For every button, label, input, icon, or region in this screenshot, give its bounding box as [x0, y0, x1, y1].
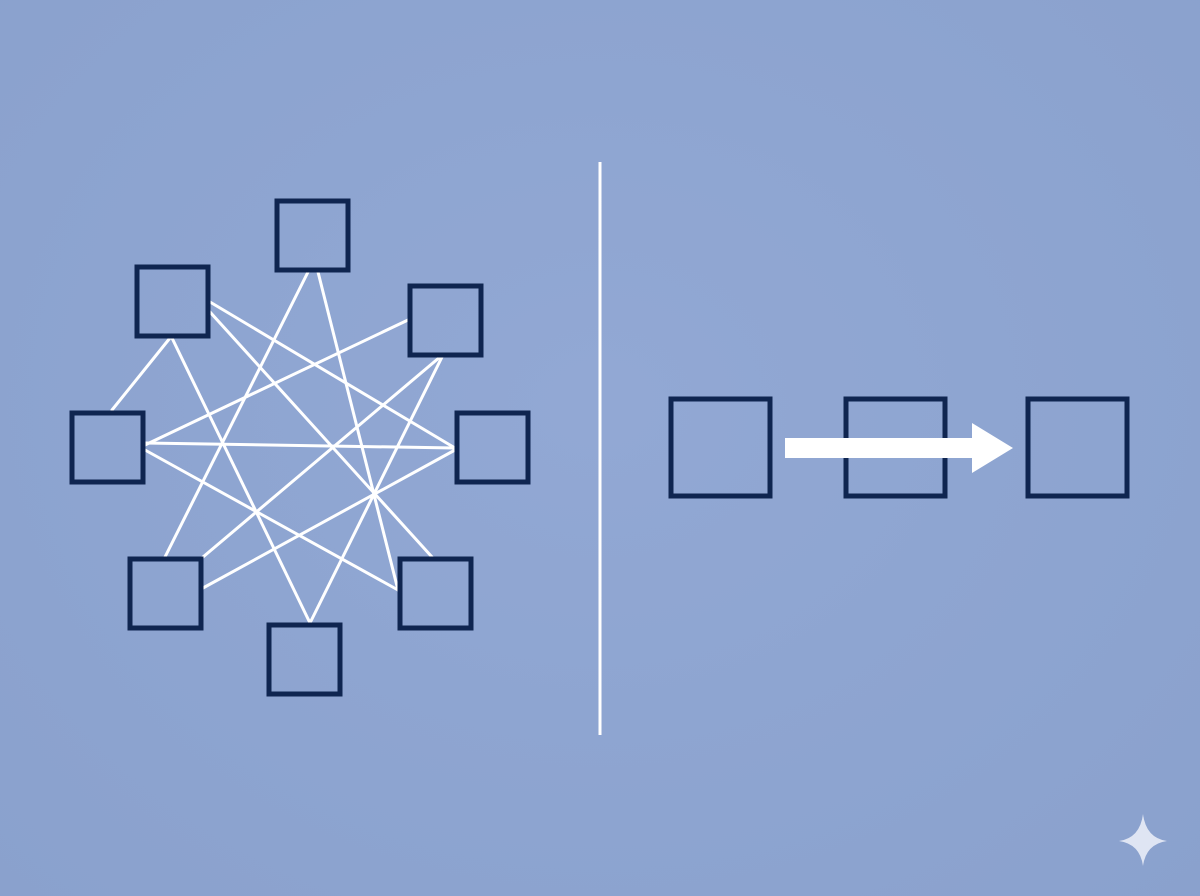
- network-edge: [163, 270, 310, 559]
- linear-flow: [668, 396, 1130, 499]
- sparkle-icon: [1119, 814, 1167, 866]
- network-node-lower-right: [397, 556, 474, 631]
- network-edge: [170, 336, 312, 625]
- network-edge: [208, 310, 434, 559]
- linear-box-end: [1025, 396, 1130, 499]
- network-node-upper-left: [134, 264, 211, 339]
- flow-arrow: [785, 423, 1013, 473]
- network-node-top: [274, 198, 351, 273]
- network-edge: [143, 318, 410, 447]
- network-node-left: [69, 410, 146, 485]
- network-edge: [316, 270, 400, 592]
- network-edge: [208, 300, 457, 450]
- network-edges: [110, 270, 457, 625]
- network-edge: [143, 441, 457, 450]
- linear-box-start: [668, 396, 773, 499]
- network-edge: [201, 355, 442, 559]
- network-nodes: [69, 198, 531, 697]
- network-node-lower-left: [127, 556, 204, 631]
- network-edge: [201, 448, 457, 590]
- network-node-upper-right: [407, 283, 484, 358]
- network-edge: [143, 448, 400, 592]
- network-node-bottom: [266, 622, 343, 697]
- network-edge: [110, 336, 172, 412]
- network-edge: [308, 355, 444, 625]
- network-node-right: [454, 410, 531, 485]
